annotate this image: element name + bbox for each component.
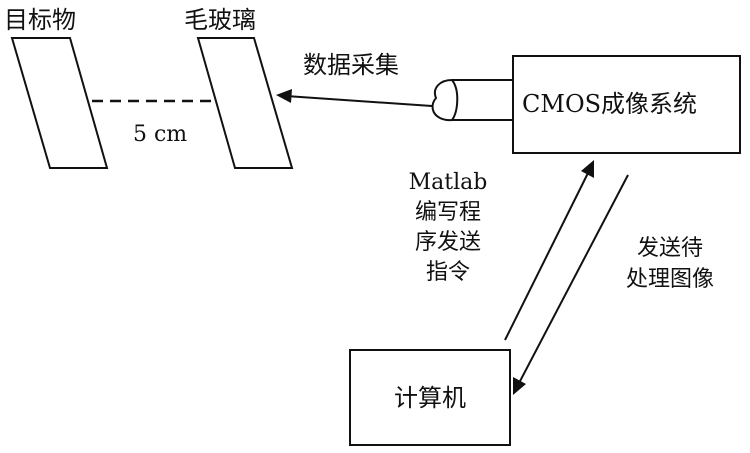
image-arrowhead (513, 377, 526, 395)
data-capture-label: 数据采集 (303, 51, 399, 79)
cmos-system-label: CMOS成像系统 (522, 90, 698, 118)
matlab-label-line3: 序发送 (414, 230, 481, 255)
distance-label: 5 cm (133, 122, 188, 147)
frosted-glass-label: 毛玻璃 (184, 6, 256, 34)
lens-icon (431, 78, 459, 122)
image-arrow-line (517, 174, 629, 386)
cmos-box (512, 55, 741, 154)
command-arrow-line (504, 170, 590, 341)
matlab-label-line1: Matlab (408, 170, 488, 195)
send-image-label-line1: 发送待 (636, 236, 703, 261)
capture-arrowhead (276, 89, 292, 103)
send-image-label-line2: 处理图像 (625, 267, 714, 292)
target-label: 目标物 (4, 6, 76, 34)
computer-box (349, 349, 511, 446)
frosted-glass-shape (196, 37, 294, 169)
target-object-shape (10, 37, 109, 169)
matlab-label-line4: 指令 (425, 260, 470, 285)
matlab-label-line2: 编写程 (414, 200, 481, 225)
command-arrowhead (581, 160, 594, 178)
computer-label: 计算机 (394, 384, 466, 412)
capture-arrow-line (285, 95, 433, 107)
